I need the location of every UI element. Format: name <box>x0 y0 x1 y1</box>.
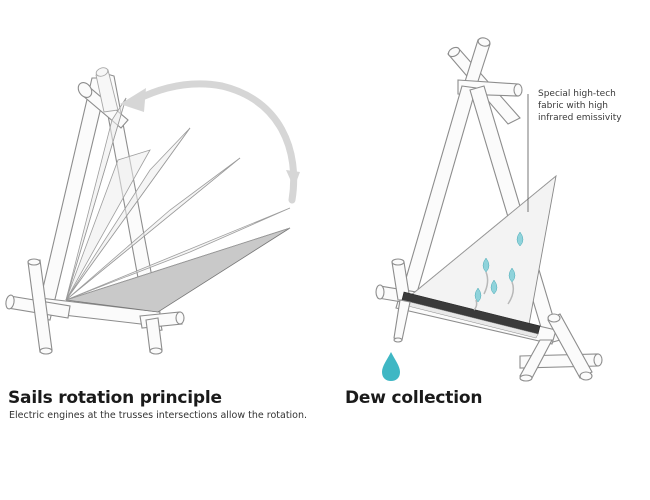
condensation-droplets <box>473 231 524 311</box>
dew-sail <box>393 174 557 343</box>
rotating-sails <box>65 97 291 313</box>
rotation-arrow-tail <box>286 170 300 188</box>
left-panel-title: Sails rotation principle <box>8 388 222 408</box>
right-panel-title: Dew collection <box>345 388 483 408</box>
callout-line-1: Special high-tech <box>538 89 616 99</box>
water-drop-icon <box>382 352 400 381</box>
rotation-arrow-head <box>120 88 146 112</box>
callout-line-2: fabric with high <box>538 101 608 111</box>
fabric-callout: Special high-tech fabric with high infra… <box>538 88 622 124</box>
left-panel-subtitle: Electric engines at the trusses intersec… <box>9 410 308 421</box>
rotation-arrow <box>132 80 298 204</box>
callout-line-3: infrared emissivity <box>538 113 622 123</box>
